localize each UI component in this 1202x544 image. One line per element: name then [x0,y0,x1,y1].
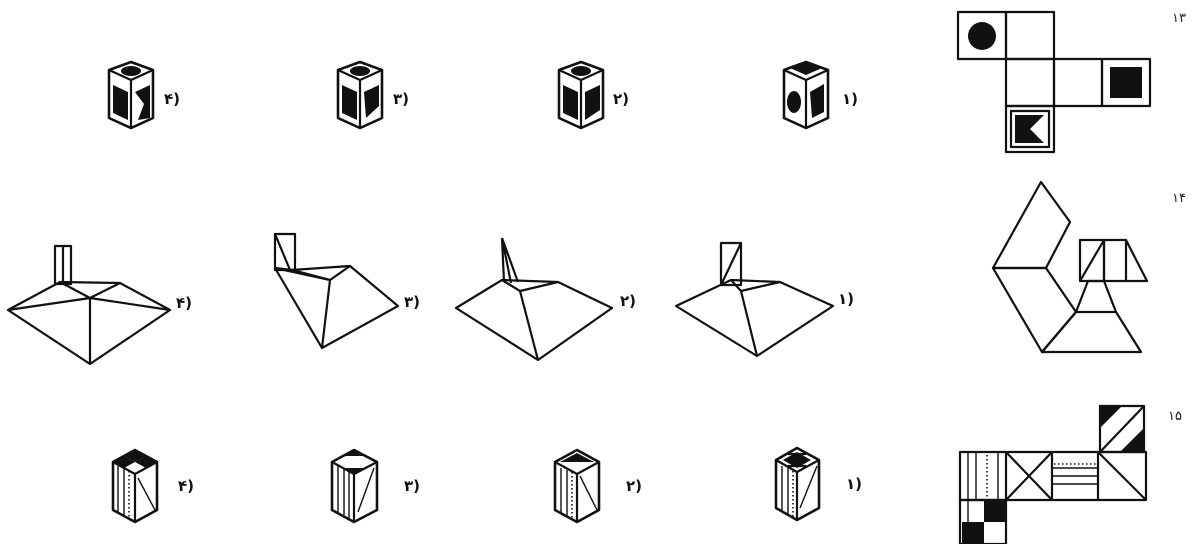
q14-shape-net [993,182,1147,352]
question-13: ۱۳ ۱) [109,11,1186,152]
q13-cube-net [958,12,1150,152]
q13-option-2-label: ۲) [613,90,629,108]
q14-option-3[interactable]: ۳) [275,234,420,348]
question-13-number: ۱۳ [1172,11,1186,26]
q15-pattern-net [960,406,1146,544]
q15-option-3[interactable]: ۳) [332,450,420,522]
q15-option-2-label: ۲) [626,477,642,495]
q13-option-3[interactable]: ۳) [338,62,409,128]
question-14: ۱۴ ۱) ۲) [8,182,1186,364]
q15-option-2[interactable]: ۲) [555,450,642,522]
net-notched-face [1015,115,1044,143]
q14-option-2[interactable]: ۲) [456,238,636,360]
q15-option-4[interactable]: ۴) [113,450,194,522]
q14-option-1[interactable]: ۱) [676,243,854,356]
net-square-face [1110,67,1142,98]
q15-option-4-label: ۴) [178,477,194,495]
q15-option-1[interactable]: ۱) [776,448,862,520]
net-circle-face [968,22,996,50]
q13-option-1[interactable]: ۱) [784,62,858,128]
q15-option-1-label: ۱) [846,475,862,493]
question-15: ۱۵ [113,406,1182,544]
q13-option-2[interactable]: ۲) [559,62,629,128]
q14-option-4-label: ۴) [176,294,192,312]
q14-option-3-label: ۳) [404,293,420,311]
question-14-number: ۱۴ [1172,191,1186,206]
q15-option-3-label: ۳) [404,477,420,495]
q14-option-2-label: ۲) [620,292,636,310]
q13-option-4-label: ۴) [164,90,180,108]
question-15-number: ۱۵ [1168,409,1182,424]
q13-option-4[interactable]: ۴) [109,62,180,128]
q13-option-1-label: ۱) [842,90,858,108]
q14-option-4[interactable]: ۴) [8,246,192,364]
q14-option-1-label: ۱) [838,290,854,308]
q13-option-3-label: ۳) [393,90,409,108]
